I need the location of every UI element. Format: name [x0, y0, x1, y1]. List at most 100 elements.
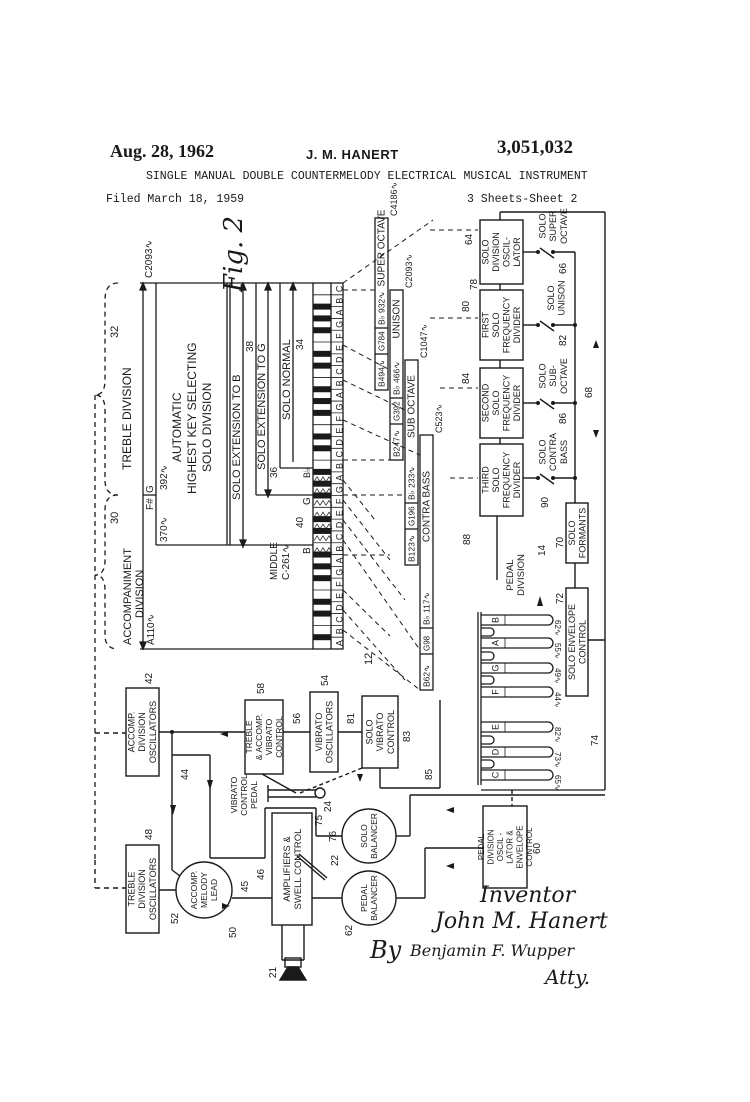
- block-text-line: DIVISION: [486, 829, 495, 864]
- bar-mid1-label: G98: [423, 635, 432, 651]
- ref-36: 36: [269, 466, 280, 478]
- ref-68: 68: [584, 386, 595, 398]
- auto-line-1: AUTOMATIC: [170, 392, 184, 462]
- block-text-line: VIBRATO: [264, 718, 274, 755]
- ref-40: 40: [295, 516, 306, 528]
- freq-392: 392∿: [159, 465, 170, 490]
- bar-mid1-label: G196: [408, 506, 417, 526]
- freq-c2093-top: C2093∿: [144, 240, 155, 278]
- ref-45: 45: [240, 880, 251, 892]
- key-label: A: [334, 392, 344, 398]
- ref-38: 38: [245, 340, 256, 352]
- block-text-line: PEDAL: [249, 781, 259, 809]
- ref-88: 88: [462, 533, 473, 545]
- block-text-line: SOLO: [491, 312, 501, 337]
- block-text-line: DIVIDER: [512, 384, 522, 421]
- block-text-line: SOLO: [538, 439, 548, 464]
- bar-mid2-label: B♭ 932∿: [377, 292, 387, 325]
- filed-date: Filed March 18, 1959: [106, 193, 245, 206]
- ref-76: 76: [328, 830, 339, 842]
- freq-a110: A110∿: [146, 614, 157, 645]
- division-braces: [94, 282, 119, 860]
- speaker-icon: [278, 966, 308, 981]
- bar-low-label: B62∿: [422, 665, 432, 687]
- key-label: E: [334, 593, 344, 599]
- bar-low-label: B494∿: [377, 360, 387, 387]
- block-text-line: CONTROL: [578, 620, 588, 664]
- pedal-note: D: [490, 748, 500, 755]
- solo-chain-nodes: [536, 250, 599, 480]
- black-key: [313, 575, 331, 582]
- ref-12: 12: [363, 653, 375, 665]
- block-text-line: CONTROL: [274, 716, 284, 758]
- ref-74: 74: [590, 734, 601, 746]
- block-text-line: SOLO: [491, 467, 501, 492]
- key-label: B: [334, 463, 344, 469]
- freq-370: 370∿: [159, 517, 170, 542]
- block-text-line: CONTRA: [548, 433, 558, 471]
- black-key: [313, 527, 331, 534]
- key-label: E: [334, 510, 344, 516]
- solo-ext-g-label: SOLO EXTENSION TO G: [256, 343, 268, 470]
- ref-90: 90: [540, 496, 551, 508]
- black-key: [313, 445, 331, 452]
- pedal-key: D 73∿: [481, 746, 562, 768]
- ref-52: 52: [170, 912, 181, 924]
- pedal-note: G: [490, 664, 500, 671]
- block-text-line: PEDAL: [477, 833, 486, 860]
- pedal-freq: 73∿: [553, 752, 562, 768]
- ref-84: 84: [461, 372, 472, 384]
- pedal-sharp-key: [481, 627, 495, 637]
- mark-g: G: [302, 497, 313, 505]
- black-key: [313, 327, 331, 334]
- lower-circuit-arrows: [170, 730, 454, 909]
- block-text-line: SUB-: [548, 365, 558, 387]
- key-label: G: [334, 569, 344, 576]
- block-text-line: AMPLIFIERS &: [282, 836, 293, 902]
- block-text-line: MELODY: [199, 872, 209, 908]
- ref-82: 82: [558, 334, 569, 346]
- key-label: G: [334, 321, 344, 328]
- keyboard-bar-connectors: [342, 219, 478, 691]
- block-text-line: OCTAVE: [559, 208, 569, 244]
- block-text-line: DIVISION: [491, 232, 501, 272]
- pedal-sharp-key: [481, 759, 495, 769]
- middle-c-freq: C-261∿: [281, 544, 292, 580]
- key-label: F: [334, 333, 344, 339]
- split-f-sharp: F#: [145, 498, 156, 510]
- ref-44: 44: [180, 768, 191, 780]
- block-text-line: ENVELOPE: [515, 825, 524, 868]
- solo-ext-b-label: SOLO EXTENSION TO B: [231, 374, 243, 500]
- pedal-freq: 62∿: [553, 620, 562, 636]
- arrow-down-icon: [593, 430, 599, 438]
- treble-division-label: TREBLE DIVISION: [120, 367, 134, 470]
- block-text-line: OSCILLATORS: [325, 701, 335, 763]
- black-key: [313, 362, 331, 369]
- bar-high-label: C4186∿: [389, 182, 399, 216]
- bar-high-label: C523∿: [434, 404, 444, 433]
- key-label: A: [334, 557, 344, 563]
- inventor-signature: John M. Hanert: [431, 909, 608, 934]
- pedal-sharp-key: [481, 675, 495, 685]
- pedal-freq: 82∿: [553, 727, 562, 743]
- key-label: C: [334, 616, 344, 623]
- black-key: [313, 433, 331, 440]
- block-text-line: SOLO: [567, 520, 577, 545]
- black-key: [313, 598, 331, 605]
- block-text-line: CONTROL: [386, 710, 396, 754]
- bar-mid1-label: G784: [378, 331, 387, 351]
- accompaniment-label: ACCOMPANIMENT: [122, 548, 134, 645]
- block-text-line: DIVISION: [137, 712, 147, 752]
- pedal-freq: 44∿: [553, 692, 562, 708]
- black-key: [313, 563, 331, 570]
- inventor-label: Inventor: [479, 883, 577, 908]
- block-text-line: FIRST: [480, 311, 490, 338]
- block-text-line: VIBRATO: [375, 713, 385, 752]
- block-text-line: VIBRATO: [314, 713, 324, 752]
